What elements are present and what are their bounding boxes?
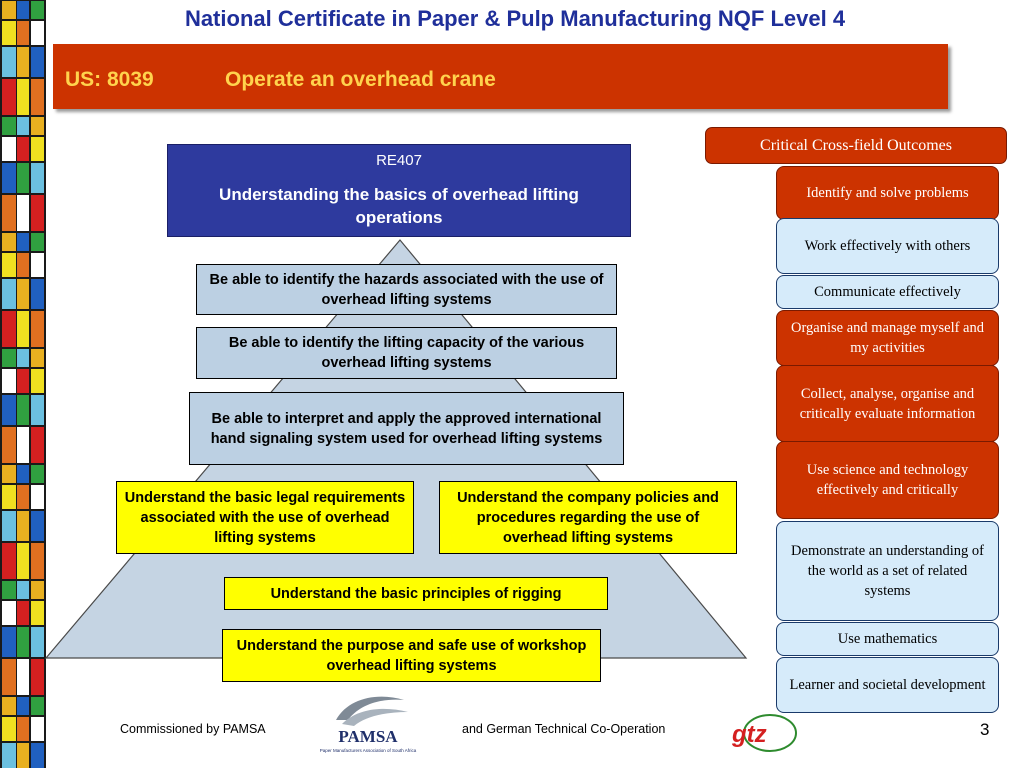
cco-identify-solve-problems: Identify and solve problems (776, 166, 999, 220)
cco-science-technology: Use science and technology effectively a… (776, 441, 999, 519)
outcome-hazards: Be able to identify the hazards associat… (196, 264, 617, 315)
outcome-workshop-lifting: Understand the purpose and safe use of w… (222, 629, 601, 682)
outcome-company-policies: Understand the company policies and proc… (439, 481, 737, 554)
gtz-logo: gtz (728, 712, 798, 754)
cco-learner-development: Learner and societal development (776, 657, 999, 713)
cco-communicate: Communicate effectively (776, 275, 999, 309)
range-statement-code: RE407 (168, 152, 630, 169)
range-statement-box: RE407 Understanding the basics of overhe… (167, 144, 631, 237)
outcome-rigging: Understand the basic principles of riggi… (224, 577, 608, 610)
critical-cross-field-header: Critical Cross-field Outcomes (705, 127, 1007, 164)
cco-mathematics: Use mathematics (776, 622, 999, 656)
outcome-lifting-capacity: Be able to identify the lifting capacity… (196, 327, 617, 379)
pamsa-logo-text: PAMSA (338, 727, 398, 746)
gtz-logo-text: gtz (731, 721, 767, 748)
range-statement-title: Understanding the basics of overhead lif… (168, 183, 630, 229)
page-number: 3 (980, 720, 989, 740)
outcome-legal-requirements: Understand the basic legal requirements … (116, 481, 414, 554)
footer-commissioned-text: Commissioned by PAMSA (120, 722, 266, 736)
cco-organise-manage: Organise and manage myself and my activi… (776, 310, 999, 366)
pamsa-logo: PAMSA Paper Manufacturers Association of… (318, 690, 418, 764)
cco-work-with-others: Work effectively with others (776, 218, 999, 274)
pamsa-logo-subtext: Paper Manufacturers Association of South… (320, 748, 417, 753)
cco-related-systems: Demonstrate an understanding of the worl… (776, 521, 999, 621)
footer-partner-text: and German Technical Co-Operation (462, 722, 665, 736)
outcome-hand-signals: Be able to interpret and apply the appro… (189, 392, 624, 465)
cco-collect-analyse: Collect, analyse, organise and criticall… (776, 365, 999, 442)
